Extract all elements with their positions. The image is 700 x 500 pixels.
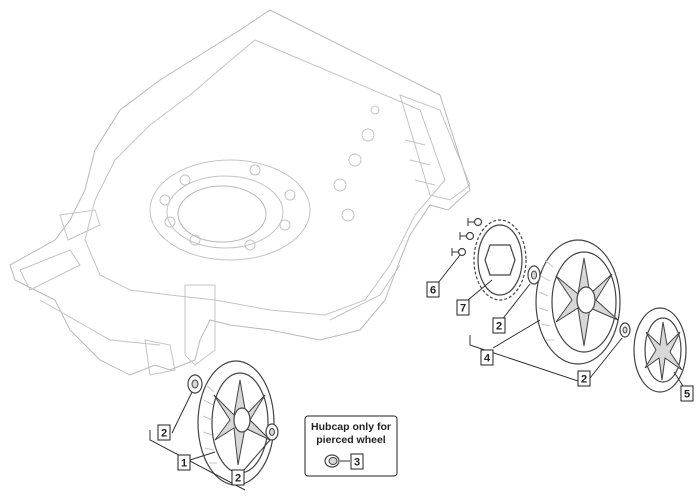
small-hubcap-icon	[324, 454, 340, 468]
hubcap-note-line1: Hubcap only for	[311, 421, 391, 433]
callout-2-front-upper: 2	[157, 424, 171, 441]
svg-text:3: 3	[354, 457, 360, 469]
svg-text:4: 4	[484, 353, 491, 365]
rear-wheel	[535, 239, 621, 365]
hubcap-note-box: Hubcap only for pierced wheel	[304, 415, 398, 477]
callout-6: 6	[426, 281, 440, 298]
callout-2-rear-inner: 2	[492, 317, 506, 334]
washer-rear-outer	[619, 322, 631, 338]
callout-2-rear-outer: 2	[577, 370, 591, 387]
callout-3: 3	[350, 453, 364, 470]
gear-screws	[451, 217, 483, 257]
svg-text:2: 2	[496, 321, 502, 333]
washer-rear-inner	[527, 265, 541, 285]
svg-text:2: 2	[235, 473, 241, 485]
svg-text:7: 7	[460, 303, 466, 315]
svg-text:1: 1	[181, 458, 187, 470]
callout-5: 5	[680, 385, 694, 402]
washer-front-lower	[265, 423, 279, 441]
washer-front-upper	[187, 374, 203, 394]
svg-text:2: 2	[581, 374, 587, 386]
svg-text:5: 5	[684, 389, 690, 401]
hubcap-note-line2: pierced wheel	[316, 434, 386, 446]
mower-deck	[9, 9, 471, 376]
leader-lines	[149, 254, 684, 491]
drive-gear	[473, 219, 527, 301]
callout-1: 1	[177, 454, 191, 471]
callout-7: 7	[456, 299, 470, 316]
callout-2-front-lower: 2	[231, 469, 245, 486]
svg-text:6: 6	[430, 285, 436, 297]
svg-text:2: 2	[161, 428, 167, 440]
callout-4: 4	[480, 349, 494, 366]
front-wheel	[197, 360, 275, 486]
hubcap-rear	[633, 307, 687, 393]
